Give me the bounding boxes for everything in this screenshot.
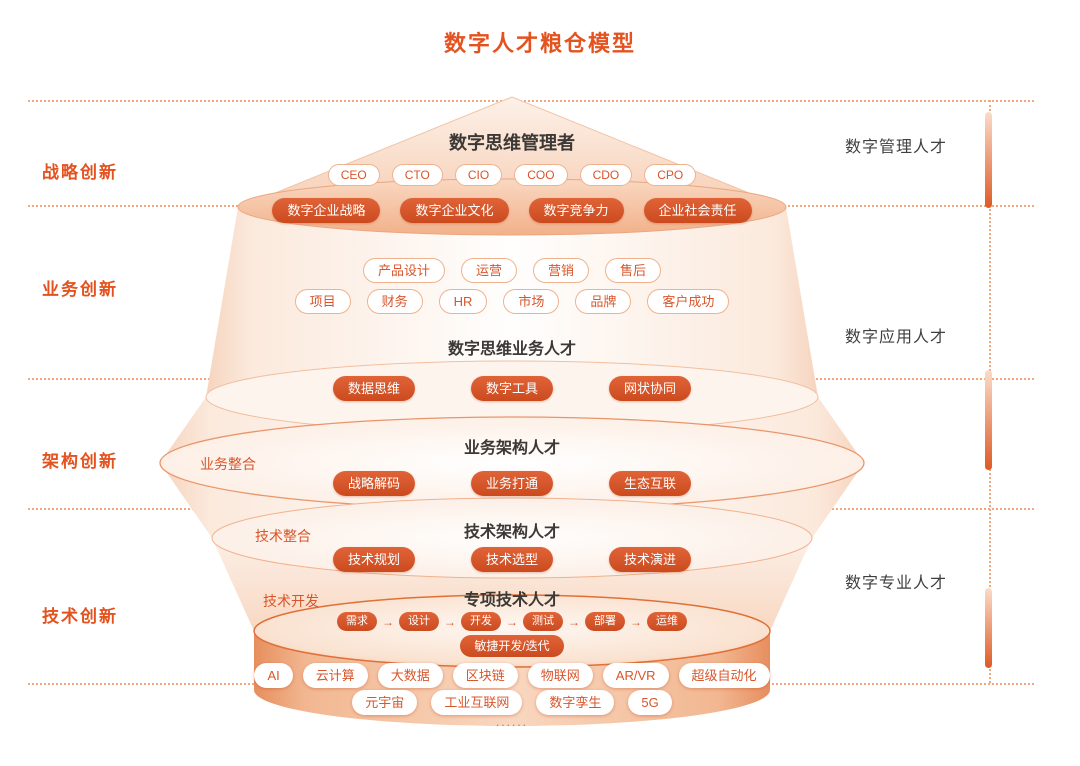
technology-pill: 5G — [628, 690, 672, 715]
left-label-technology-innovation: 技术创新 — [42, 607, 118, 626]
technology-pill: 元宇宙 — [352, 690, 418, 715]
management-pill: 企业社会责任 — [643, 198, 752, 223]
business-function-pill: 客户成功 — [647, 289, 730, 314]
technology-pill: AI — [254, 663, 293, 688]
business-pill: 数字工具 — [470, 376, 553, 401]
role-pill: CDO — [579, 164, 633, 186]
divider-line-4 — [28, 508, 1034, 510]
flow-arrow-icon: → — [506, 614, 518, 629]
business-architecture-pill: 战略解码 — [332, 471, 415, 496]
dev-flow-pill: 开发 — [461, 612, 501, 631]
business-pill: 网状协同 — [609, 376, 692, 401]
business-function-pill: 财务 — [366, 289, 423, 314]
management-pill: 数字企业战略 — [272, 198, 381, 223]
flow-arrow-icon: → — [444, 614, 456, 629]
business-pills-row: 数据思维 数字工具 网状协同 — [0, 376, 1024, 401]
dev-flow-item: → 开发 — [444, 612, 501, 631]
left-label-business-innovation: 业务创新 — [42, 280, 118, 299]
right-label-professional-talent: 数字专业人才 — [845, 575, 948, 592]
business-heading: 数字思维业务人才 — [447, 341, 576, 358]
right-label-application-talent: 数字应用人才 — [845, 329, 948, 346]
business-function-row-2: 项目财务 HR 市场品牌客户成功 — [0, 289, 1024, 314]
dev-flow-pill: 运维 — [647, 612, 687, 631]
right-gradient-bar-management — [985, 112, 992, 208]
dev-flow-pill: 测试 — [523, 612, 563, 631]
technology-architecture-pill: 技术演进 — [609, 547, 692, 572]
technology-pill: 超级自动化 — [678, 663, 770, 688]
specialized-technology-heading: 专项技术人才 — [463, 592, 560, 609]
right-gradient-bar-application — [985, 370, 992, 470]
divider-line-1 — [28, 100, 1034, 102]
left-label-strategy-innovation: 战略创新 — [42, 163, 118, 182]
technology-architecture-heading: 技术架构人才 — [463, 524, 560, 541]
management-heading: 数字思维管理者 — [449, 133, 575, 153]
management-roles-row: CEO CTO CIO COO CDO CPO — [0, 164, 1024, 186]
technology-pill: 云计算 — [302, 663, 368, 688]
technology-row-1: AI 云计算大数据区块链物联网 AR/VR 超级自动化 — [0, 663, 1024, 688]
business-function-pill: 营销 — [533, 258, 590, 283]
dev-flow-item: → 部署 — [568, 612, 625, 631]
business-function-pill: 售后 — [605, 258, 662, 283]
business-pill: 数据思维 — [332, 376, 415, 401]
dev-flow-pill: 设计 — [399, 612, 439, 631]
technology-pill: 区块链 — [452, 663, 518, 688]
more-dots: ...... — [495, 715, 528, 729]
role-pill: CIO — [454, 164, 503, 186]
business-function-pill: 运营 — [460, 258, 517, 283]
technology-pill: AR/VR — [602, 663, 669, 688]
left-label-architecture-innovation: 架构创新 — [42, 452, 118, 471]
flow-arrow-icon: → — [382, 614, 394, 629]
business-architecture-pills-row: 战略解码 业务打通 生态互联 — [0, 471, 1024, 496]
business-function-pill: 项目 — [294, 289, 351, 314]
business-function-pill: 市场 — [503, 289, 560, 314]
business-function-pill: 品牌 — [575, 289, 632, 314]
dev-flow-item: → 运维 — [630, 612, 687, 631]
role-pill: CTO — [391, 164, 443, 186]
management-pill: 数字竞争力 — [528, 198, 624, 223]
technology-architecture-pills-row: 技术规划 技术选型 技术演进 — [0, 547, 1024, 572]
dev-flow-pill: 需求 — [337, 612, 377, 631]
technology-pill: 物联网 — [527, 663, 593, 688]
role-pill: COO — [514, 164, 568, 186]
page-title: 数字人才粮仓模型 — [443, 31, 636, 56]
agile-row: 敏捷开发/迭代 — [0, 635, 1024, 657]
business-function-row-1: 产品设计运营营销售后 — [0, 258, 1024, 283]
right-label-management-talent: 数字管理人才 — [845, 139, 948, 156]
role-pill: CPO — [644, 164, 697, 186]
dev-flow-item: → 设计 — [382, 612, 439, 631]
dev-flow-pill: 部署 — [585, 612, 625, 631]
technology-pill: 大数据 — [377, 663, 443, 688]
right-gradient-bar-professional — [985, 588, 992, 668]
flow-arrow-icon: → — [630, 614, 642, 629]
management-pills-row: 数字企业战略数字企业文化数字竞争力企业社会责任 — [0, 198, 1024, 223]
technology-pill: 工业互联网 — [431, 690, 523, 715]
technology-row-2: 元宇宙工业互联网数字孪生 5G — [0, 690, 1024, 715]
management-pill: 数字企业文化 — [400, 198, 509, 223]
dev-flow-item: → 需求 — [337, 612, 377, 631]
business-architecture-pill: 生态互联 — [609, 471, 692, 496]
technology-architecture-pill: 技术规划 — [332, 547, 415, 572]
technology-pill: 数字孪生 — [536, 690, 615, 715]
agile-pill: 敏捷开发/迭代 — [460, 635, 564, 657]
technology-architecture-pill: 技术选型 — [470, 547, 553, 572]
dev-flow-item: → 测试 — [506, 612, 563, 631]
business-architecture-heading: 业务架构人才 — [463, 440, 560, 457]
flow-arrow-icon: → — [568, 614, 580, 629]
dev-flow-row: → 需求 → 设计 → 开发 → 测试 → 部署 → 运维 — [0, 612, 1024, 631]
business-architecture-pill: 业务打通 — [470, 471, 553, 496]
role-pill: CEO — [327, 164, 380, 186]
business-function-pill: HR — [438, 289, 488, 314]
business-function-pill: 产品设计 — [362, 258, 445, 283]
